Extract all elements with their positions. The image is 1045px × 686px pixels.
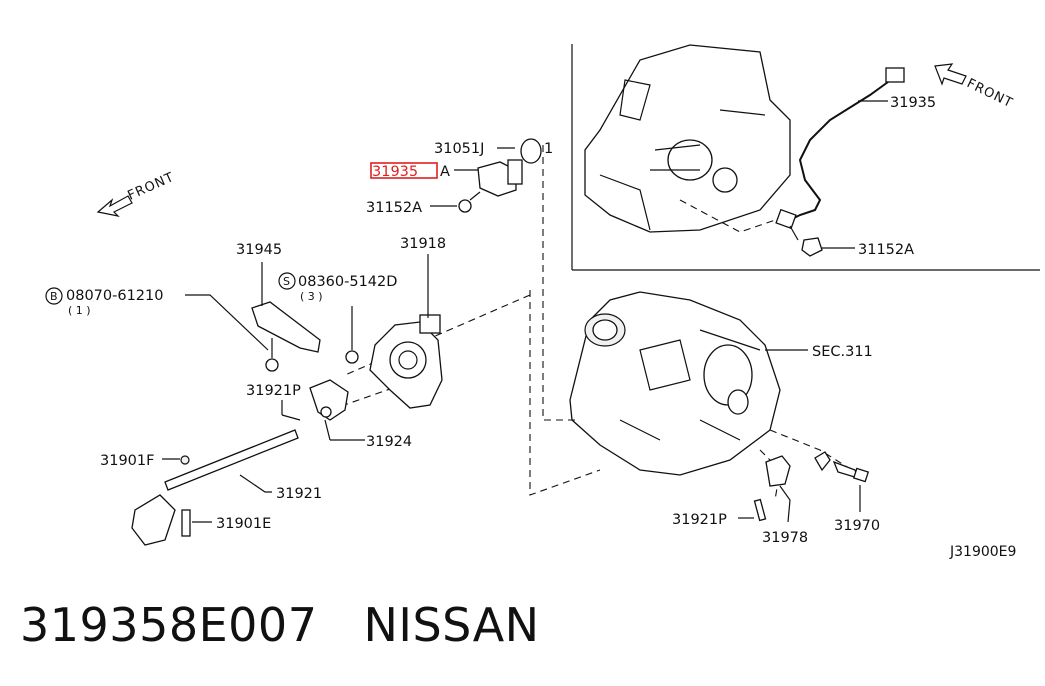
rod-31921-illustration: [131, 429, 299, 546]
label-31935-highlighted: 31935: [372, 164, 418, 180]
label-31945: 31945: [236, 242, 282, 258]
label-31921P-lower: 31921P: [672, 512, 727, 528]
inset-frame: [571, 44, 1040, 271]
bracket-31945-illustration: [185, 262, 321, 372]
label-31918: 31918: [400, 236, 446, 252]
label-31924: 31924: [366, 434, 412, 450]
label-31970: 31970: [834, 518, 880, 534]
label-31901F: 31901F: [100, 453, 154, 469]
label-31152A: 31152A: [366, 200, 422, 216]
diagram-code: J31900E9: [949, 544, 1016, 560]
caption: 319358E007 NISSAN: [20, 598, 540, 652]
front-label-right: FRONT: [964, 76, 1015, 111]
caption-brand: NISSAN: [363, 598, 540, 652]
label-31901E: 31901E: [216, 516, 271, 532]
lever-31924-illustration: [281, 379, 365, 441]
highlight-box-31935: [370, 162, 438, 179]
label-31921P: 31921P: [246, 383, 301, 399]
sensor-31935-illustration: [458, 138, 542, 213]
caption-part-number: 319358E007: [20, 598, 318, 652]
label-31935-inset: 31935: [890, 95, 936, 111]
inset-transmission-illustration: [584, 44, 791, 233]
label-08360-mark: S: [283, 275, 290, 288]
switch-31918-illustration: [345, 254, 443, 409]
transmission-case-illustration: [569, 291, 808, 476]
label-sec-311: SEC.311: [812, 344, 873, 360]
label-08070-qty: ( 1 ): [68, 304, 91, 317]
label-31935-suffix: A: [440, 164, 450, 180]
inset-sensor-31935: [775, 67, 905, 257]
front-label-left: FRONT: [126, 170, 177, 204]
label-08070-mark: B: [50, 290, 58, 303]
parts-diagram: FRONT FRONT 31051J 1 31935 A 31152A 3194…: [45, 44, 1040, 560]
label-31152A-inset: 31152A: [858, 242, 914, 258]
front-arrow-left: FRONT: [96, 170, 177, 217]
lower-right-parts-illustration: [738, 451, 870, 523]
label-08360-5142D: 08360-5142D: [298, 274, 397, 290]
front-arrow-right: FRONT: [934, 63, 1015, 111]
label-31051J-ref: 1: [544, 141, 553, 157]
part-labels: 31051J 1 31935 A 31152A 31945 31918 B 08…: [45, 95, 1016, 560]
label-31051J: 31051J: [434, 141, 484, 157]
label-31978: 31978: [762, 530, 808, 546]
label-31921: 31921: [276, 486, 322, 502]
label-08070-61210: 08070-61210: [66, 288, 164, 304]
label-08360-qty: ( 3 ): [300, 290, 323, 303]
